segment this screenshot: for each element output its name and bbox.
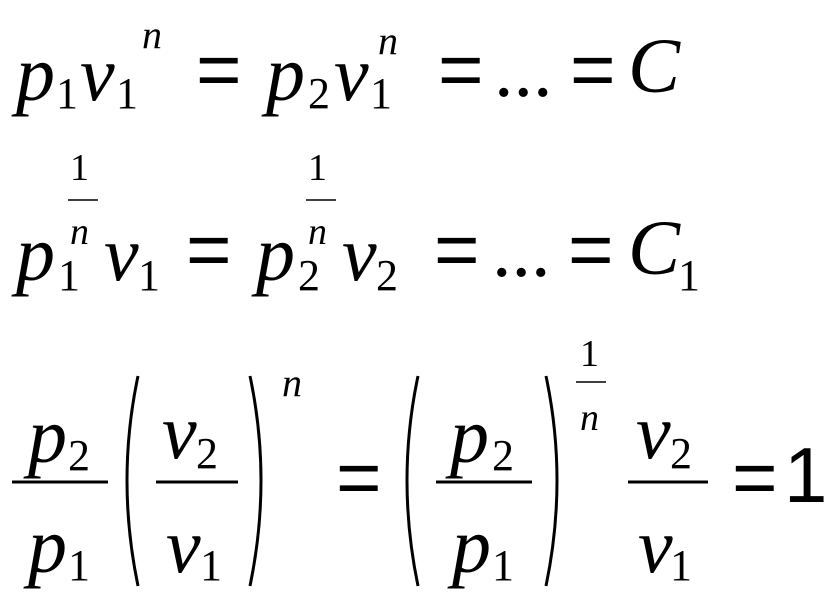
equals-sign: = [434, 205, 480, 293]
equation-line-3: p 2 p 1 v 2 v 1 n = p 2 p 1 1 n v 2 v 1 … [12, 333, 827, 590]
symbol-v: v [104, 210, 139, 297]
symbol-v: v [162, 388, 197, 475]
equation-line-2: p 1 1 n v 1 = p 2 1 n v 2 = ... = C 1 [11, 147, 700, 300]
exponent-denominator: n [308, 211, 327, 253]
equals-sign: = [186, 205, 232, 293]
ellipsis: ... [492, 206, 551, 293]
equation-line-1: p 1 v 1 n = p 2 v 1 n = ... = C [11, 12, 681, 118]
subscript-1: 1 [116, 69, 138, 118]
subscript-1: 1 [68, 541, 90, 590]
exponent-numerator: 1 [580, 333, 599, 375]
right-parenthesis [544, 375, 559, 587]
subscript-1: 1 [678, 251, 700, 300]
symbol-p: p [11, 210, 55, 297]
equals-sign: = [438, 25, 484, 113]
subscript-1: 1 [370, 69, 392, 118]
exponent-numerator: 1 [308, 147, 327, 189]
subscript-1: 1 [200, 541, 222, 590]
result-value: 1 [784, 431, 827, 519]
symbol-v: v [638, 502, 673, 589]
subscript-2: 2 [308, 69, 330, 118]
subscript-1: 1 [492, 541, 514, 590]
exponent-n: n [378, 18, 398, 63]
ellipsis: ... [494, 26, 553, 113]
subscript-2: 2 [196, 429, 218, 478]
constant-c: C [628, 204, 681, 291]
exponent-numerator: 1 [70, 147, 89, 189]
subscript-2: 2 [298, 251, 320, 300]
subscript-2: 2 [376, 251, 398, 300]
right-parenthesis [248, 375, 263, 587]
equals-sign: = [732, 433, 778, 521]
symbol-p: p [447, 502, 491, 589]
subscript-1: 1 [138, 251, 160, 300]
equals-sign: = [570, 25, 616, 113]
symbol-p: p [251, 210, 295, 297]
symbol-v: v [80, 30, 115, 117]
equals-sign: = [196, 25, 242, 113]
subscript-2: 2 [492, 431, 514, 480]
symbol-v: v [636, 388, 671, 475]
subscript-1: 1 [56, 69, 78, 118]
symbol-v: v [342, 210, 377, 297]
exponent-denominator: n [70, 211, 89, 253]
exponent-n: n [142, 12, 162, 57]
symbol-p: p [11, 30, 55, 117]
subscript-2: 2 [68, 431, 90, 480]
equals-sign: = [568, 205, 614, 293]
left-parenthesis [405, 375, 420, 587]
symbol-p: p [23, 502, 67, 589]
symbol-v: v [334, 30, 369, 117]
symbol-p: p [261, 30, 305, 117]
equals-sign: = [336, 433, 382, 521]
subscript-1: 1 [670, 541, 692, 590]
subscript-2: 2 [670, 429, 692, 478]
symbol-v: v [166, 502, 201, 589]
symbol-p: p [445, 392, 489, 479]
exponent-denominator: n [580, 397, 599, 439]
constant-c: C [628, 22, 681, 109]
left-parenthesis [125, 375, 140, 587]
symbol-p: p [23, 392, 67, 479]
subscript-1: 1 [58, 251, 80, 300]
exponent-n: n [282, 360, 302, 405]
